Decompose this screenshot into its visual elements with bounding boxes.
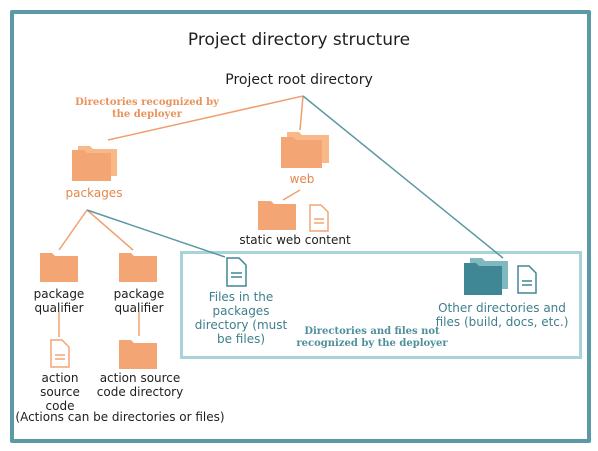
qualifier1-label: package qualifier bbox=[33, 287, 85, 315]
action-code-label: action source code bbox=[40, 371, 80, 413]
diagram-frame bbox=[10, 10, 591, 443]
diagram-title: Project directory structure bbox=[187, 30, 411, 50]
root-label: Project root directory bbox=[225, 72, 373, 88]
other-file-icon bbox=[517, 265, 537, 294]
unrecognized-box bbox=[180, 251, 582, 359]
static-file-icon bbox=[309, 204, 329, 232]
other-folder-icon bbox=[464, 258, 508, 295]
line-root-other bbox=[302, 95, 504, 259]
action-dir-folder-icon bbox=[119, 340, 157, 369]
not-recognized-label: Directories and files not recognized by … bbox=[296, 326, 448, 349]
static-content-label: static web content bbox=[239, 233, 351, 247]
line-packages-qualifier2 bbox=[86, 209, 134, 251]
web-folder-icon bbox=[281, 132, 329, 168]
line-root-packages bbox=[107, 95, 304, 141]
qualifier2-folder-icon bbox=[119, 253, 157, 282]
actions-note: (Actions can be directories or files) bbox=[15, 410, 225, 424]
qualifier1-folder-icon bbox=[40, 253, 78, 282]
line-root-web bbox=[299, 95, 304, 131]
action-dir-label: action source code directory bbox=[96, 371, 184, 399]
recognized-label: Directories recognized by the deployer bbox=[75, 97, 219, 120]
packages-label: packages bbox=[65, 186, 123, 200]
static-folder-icon bbox=[258, 201, 296, 230]
action-code-file-icon bbox=[50, 339, 70, 368]
packages-folder-icon bbox=[72, 146, 117, 181]
web-label: web bbox=[289, 172, 315, 186]
line-web-static bbox=[282, 189, 301, 201]
qualifier2-label: package qualifier bbox=[113, 287, 165, 315]
packages-files-label: Files in the packages directory (must be… bbox=[194, 290, 288, 346]
line-packages-files bbox=[86, 209, 226, 258]
packages-files-icon bbox=[226, 257, 247, 287]
other-files-label: Other directories and files (build, docs… bbox=[435, 301, 569, 329]
line-packages-qualifier1 bbox=[58, 209, 88, 251]
